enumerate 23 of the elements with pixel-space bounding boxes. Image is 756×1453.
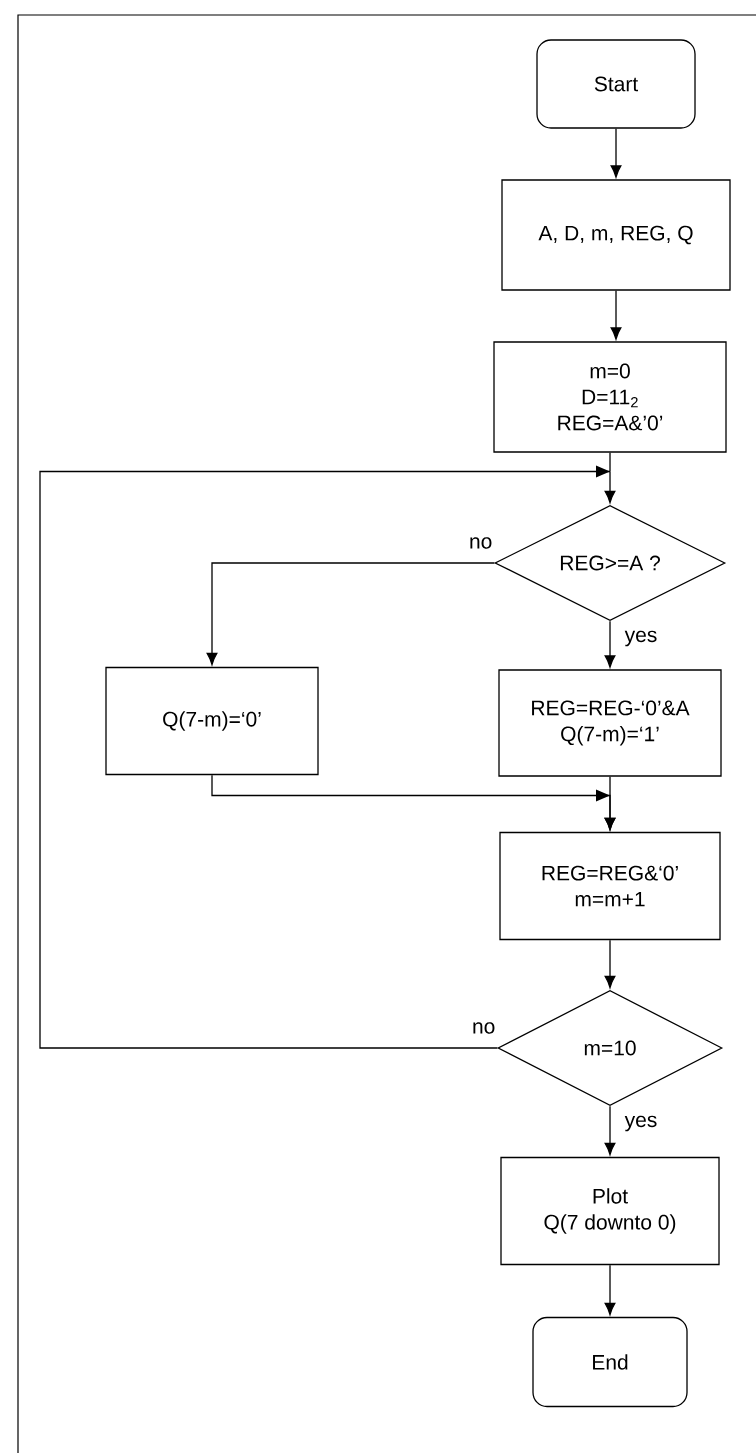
- edge-label: yes: [624, 630, 657, 647]
- arrow: [39, 465, 611, 1049]
- edge-label: no: [473, 1022, 495, 1034]
- arrow: [604, 939, 616, 989]
- arrow: [604, 470, 616, 504]
- edge-label: yes: [624, 1115, 657, 1132]
- terminal-box: Start: [536, 39, 696, 129]
- arrow: [604, 776, 616, 831]
- process-box: Q(7-m)=‘0’: [105, 666, 319, 776]
- arrow: [604, 1105, 616, 1156]
- process-box: A, D, m, REG, Q: [501, 179, 731, 291]
- arrow: [604, 1264, 616, 1316]
- edge-label: no: [470, 537, 492, 549]
- process-box: Plot Q(7 downto 0): [500, 1156, 720, 1266]
- arrow: [610, 128, 622, 178]
- process-box: REG=REG&‘0’ m=m+1: [499, 831, 721, 941]
- arrow: [604, 620, 616, 668]
- arrow: [206, 562, 495, 666]
- terminal-box: End: [532, 1316, 688, 1408]
- process-box: REG=REG-‘0’&A Q(7-m)=‘1’: [498, 669, 722, 777]
- line: [609, 452, 611, 473]
- arrow: [610, 290, 622, 340]
- process-box: m=0 D=11$_{2}$ REG=A&’0’: [493, 341, 727, 453]
